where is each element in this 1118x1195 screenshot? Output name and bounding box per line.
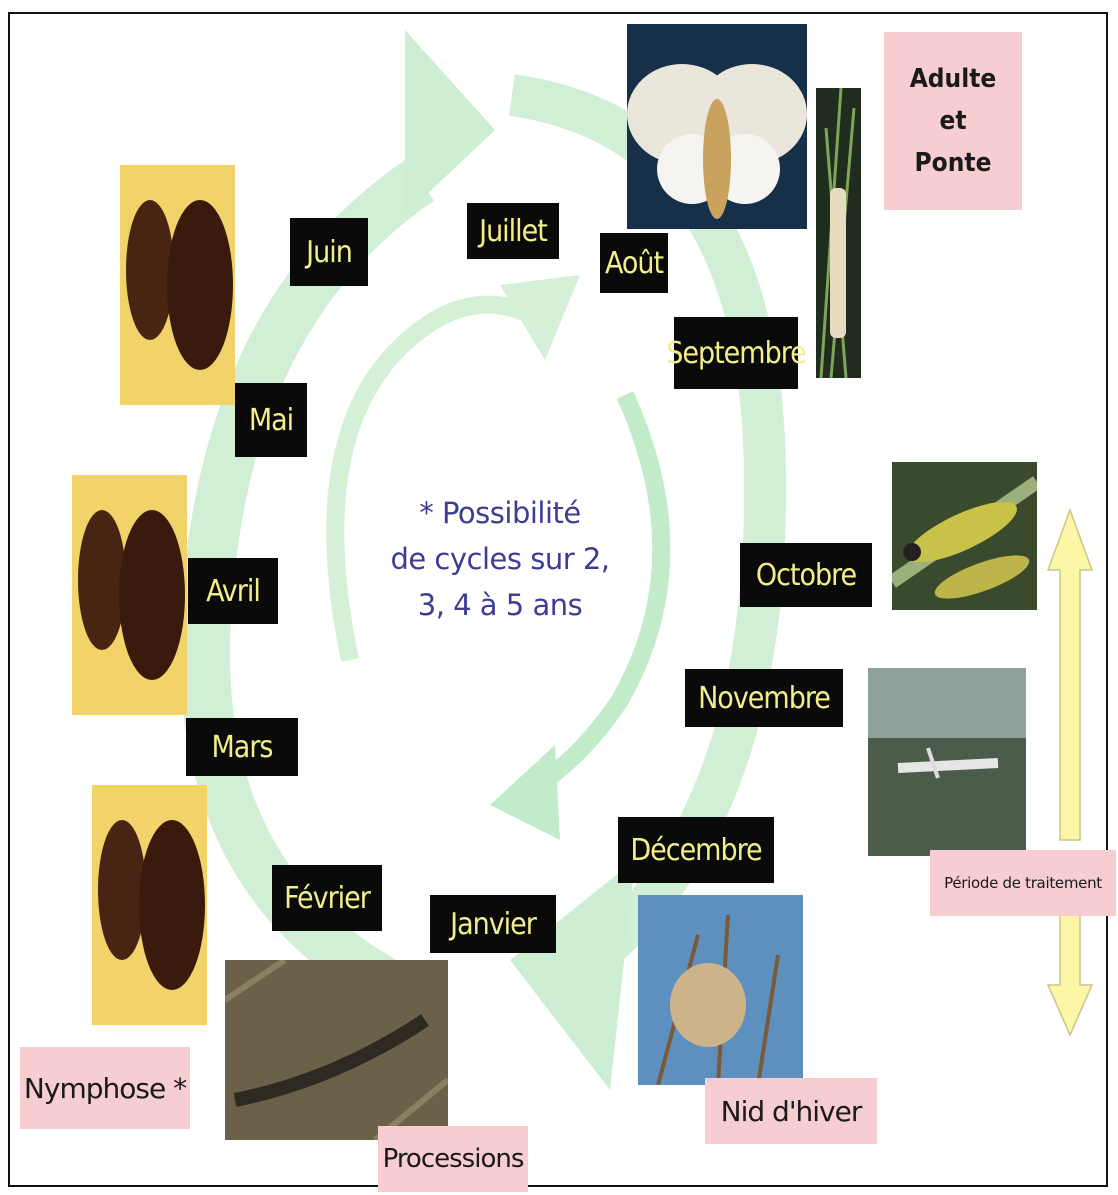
stage-label-adulte-ponte: Adulte et Ponte — [884, 32, 1022, 210]
month-label-avril: Avril — [188, 558, 278, 624]
stage-label-processions: Processions — [378, 1126, 528, 1192]
stage-label-nymphose: Nymphose * — [20, 1047, 190, 1129]
outer-arrowhead-top — [405, 30, 495, 215]
photo-aerial-treatment — [868, 668, 1026, 856]
center-note-line3: 3, 4 à 5 ans — [370, 582, 630, 628]
photo-egg-batch — [816, 88, 861, 378]
inner-arrowhead-bottom — [490, 745, 560, 840]
month-label-mars: Mars — [186, 718, 298, 776]
month-label-aout: Août — [600, 233, 668, 293]
stage-label-periode-traitement: Période de traitement — [930, 850, 1116, 916]
center-note-line1: * Possibilité — [370, 490, 630, 536]
stage-adulte-line3: Ponte — [915, 142, 992, 184]
month-label-janvier: Janvier — [430, 895, 556, 953]
photo-caterpillars — [892, 462, 1037, 610]
photo-chrysalis-2 — [72, 475, 187, 715]
photo-winter-nest — [638, 895, 803, 1085]
center-note-line2: de cycles sur 2, — [370, 536, 630, 582]
photo-adult-moth — [627, 24, 807, 229]
stage-adulte-line2: et — [939, 100, 966, 142]
month-label-octobre: Octobre — [740, 543, 872, 607]
month-label-septembre: Septembre — [674, 317, 798, 389]
month-label-novembre: Novembre — [685, 669, 843, 727]
month-label-fevrier: Février — [272, 865, 382, 931]
month-label-mai: Mai — [235, 383, 307, 457]
photo-chrysalis-3 — [92, 785, 207, 1025]
photo-chrysalis-1 — [120, 165, 235, 405]
stage-adulte-line1: Adulte — [910, 58, 997, 100]
inner-arrowhead-top — [500, 275, 580, 360]
month-label-juin: Juin — [290, 218, 368, 286]
photo-procession — [225, 960, 448, 1140]
center-note: * Possibilité de cycles sur 2, 3, 4 à 5 … — [370, 490, 630, 628]
month-label-juillet: Juillet — [467, 203, 559, 259]
stage-label-nid-hiver: Nid d'hiver — [705, 1078, 877, 1144]
month-label-decembre: Décembre — [618, 817, 774, 883]
treatment-period-arrow — [1048, 510, 1092, 1035]
